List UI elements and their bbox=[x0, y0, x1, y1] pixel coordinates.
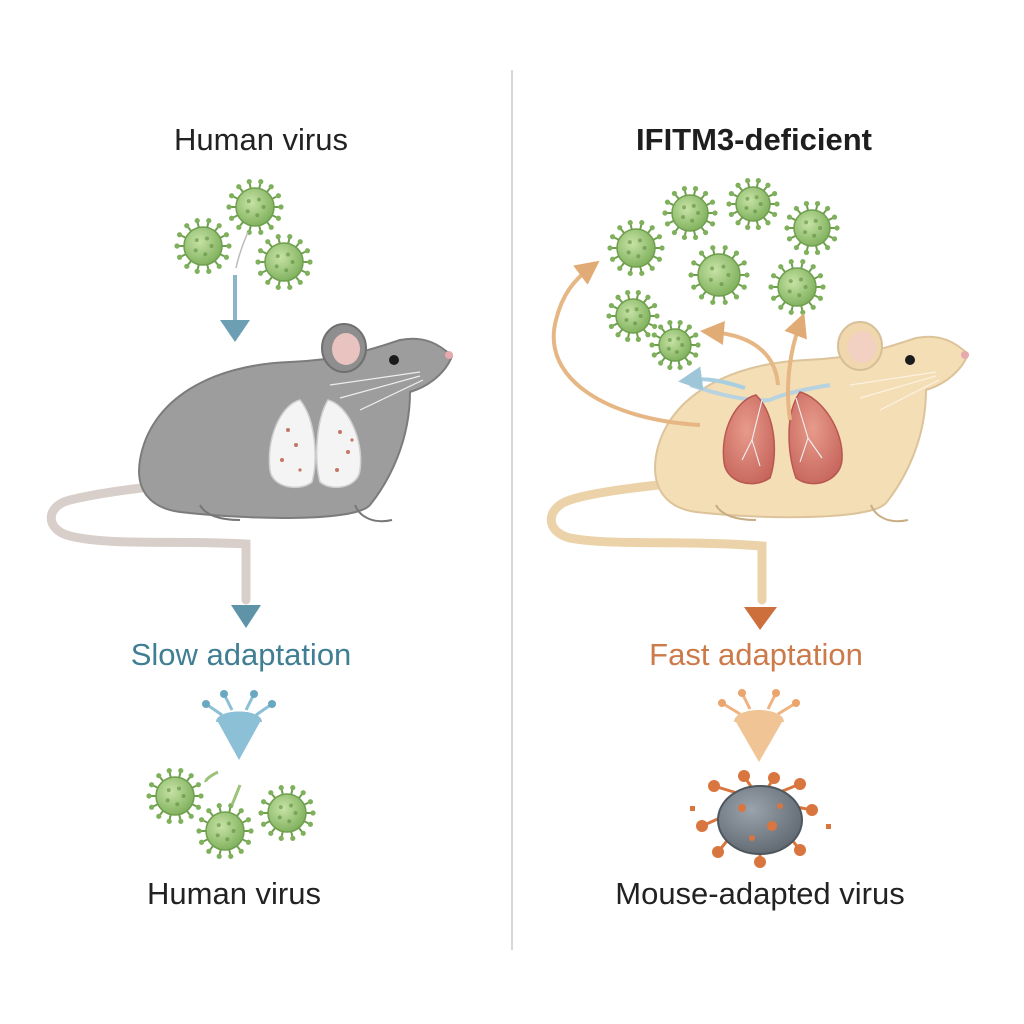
slow-adaptation-icon bbox=[202, 690, 276, 760]
left-output-arrow bbox=[231, 605, 261, 628]
virus-icon bbox=[784, 201, 840, 255]
virus-release-arrows bbox=[551, 260, 807, 427]
virus-icon bbox=[768, 259, 826, 315]
left-panel-title: Human virus bbox=[174, 122, 348, 157]
right-lung-right bbox=[788, 391, 843, 485]
fast-adaptation-icon bbox=[718, 689, 800, 762]
virus-icon bbox=[606, 290, 660, 342]
wildtype-mouse bbox=[46, 323, 454, 605]
right-output-arrow bbox=[744, 607, 777, 630]
released-virus-cluster bbox=[606, 178, 840, 371]
ifitm3-deficient-mouse bbox=[546, 321, 970, 605]
slow-adaptation-label: Slow adaptation bbox=[130, 637, 352, 672]
left-input-virus-cluster bbox=[174, 179, 313, 290]
mouse-adapted-virus-icon bbox=[690, 770, 831, 868]
virus-icon bbox=[226, 179, 284, 235]
left-input-arrow bbox=[220, 275, 250, 342]
virus-icon bbox=[174, 218, 232, 274]
virus-icon bbox=[255, 234, 313, 290]
virus-icon bbox=[726, 178, 780, 230]
right-output-label: Mouse-adapted virus bbox=[615, 876, 905, 911]
virus-icon bbox=[607, 220, 665, 276]
left-lung-right bbox=[316, 399, 362, 489]
virus-icon bbox=[146, 768, 204, 824]
virus-icon bbox=[258, 785, 316, 841]
right-lung-left bbox=[722, 394, 776, 485]
right-panel-title: IFITM3-deficient bbox=[636, 122, 872, 157]
left-output-virus-cluster bbox=[146, 768, 316, 859]
fast-adaptation-label: Fast adaptation bbox=[649, 637, 863, 672]
left-lung-left bbox=[268, 399, 316, 489]
virus-icon bbox=[649, 319, 701, 371]
virus-icon bbox=[662, 186, 718, 240]
left-output-label: Human virus bbox=[147, 876, 321, 911]
virus-icon bbox=[688, 245, 750, 305]
virus-icon bbox=[196, 803, 254, 859]
